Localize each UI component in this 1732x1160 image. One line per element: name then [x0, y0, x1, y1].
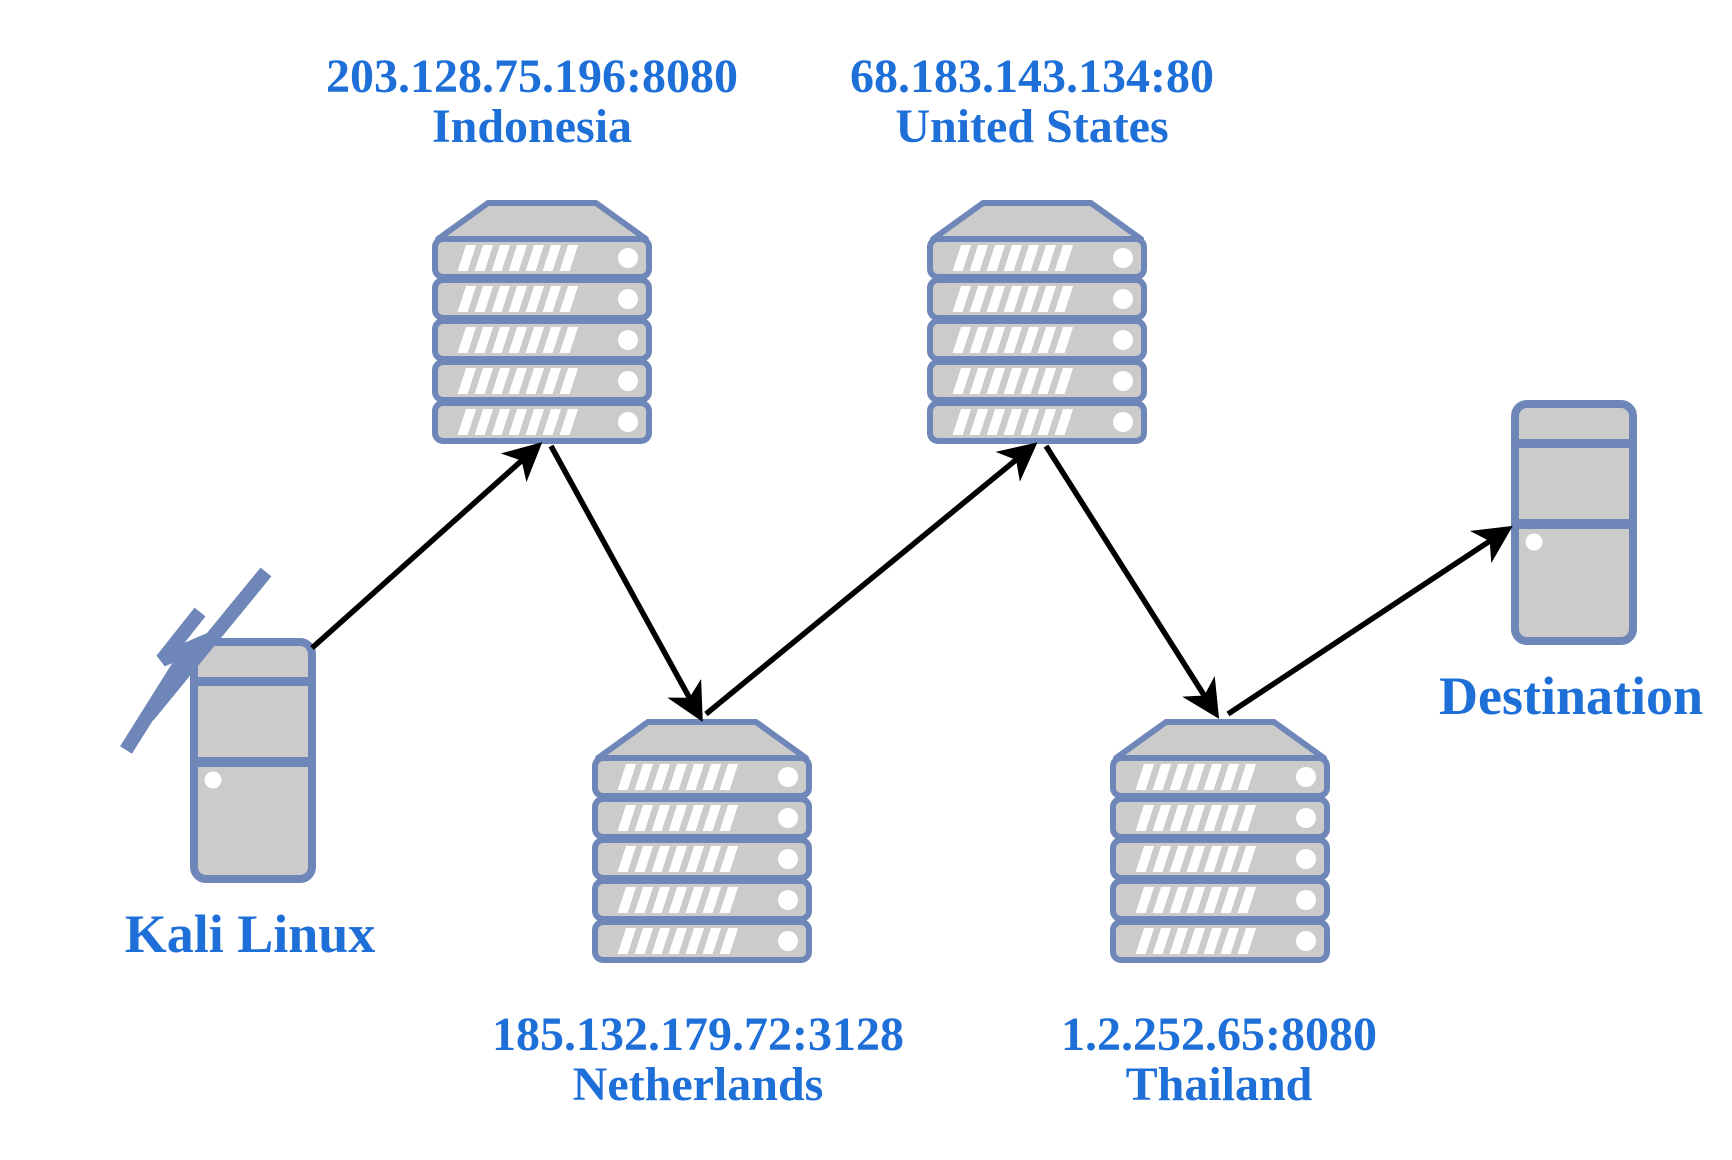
lightning-bolt-icon [120, 567, 272, 754]
proxy-ip-port: 1.2.252.65:8080 [1061, 1008, 1377, 1061]
label-proxy-thailand: 1.2.252.65:8080 Thailand [1061, 1010, 1377, 1110]
proxy-ip-port: 185.132.179.72:3128 [492, 1008, 904, 1061]
arrow-thailand-to-destination [1226, 525, 1513, 717]
label-proxy-indonesia: 203.128.75.196:8080 Indonesia [326, 52, 738, 152]
label-proxy-united-states: 68.183.143.134:80 United States [850, 52, 1214, 152]
proxy-country: Netherlands [572, 1058, 824, 1111]
arrow-kali-to-indonesia [310, 442, 543, 651]
arrow-indonesia-to-netherlands [548, 444, 703, 723]
label-destination: Destination [1438, 666, 1704, 726]
server-rack-icon-netherlands [595, 722, 809, 960]
destination-tower-icon [1515, 404, 1633, 641]
proxy-country: Thailand [1125, 1058, 1313, 1111]
kali-tower-icon [194, 642, 312, 879]
proxy-country: Indonesia [431, 100, 633, 153]
server-rack-icon-thailand [1113, 722, 1327, 960]
server-rack-icon-indonesia [435, 203, 649, 441]
label-kali-linux: Kali Linux [124, 904, 376, 964]
proxy-ip-port: 203.128.75.196:8080 [326, 50, 738, 103]
proxy-country: United States [895, 100, 1169, 153]
arrow-united-states-to-thailand [1043, 444, 1220, 719]
proxy-ip-port: 68.183.143.134:80 [850, 50, 1214, 103]
label-proxy-netherlands: 185.132.179.72:3128 Netherlands [492, 1010, 904, 1110]
arrow-netherlands-to-united-states [704, 442, 1038, 717]
server-rack-icon-united-states [930, 203, 1144, 441]
